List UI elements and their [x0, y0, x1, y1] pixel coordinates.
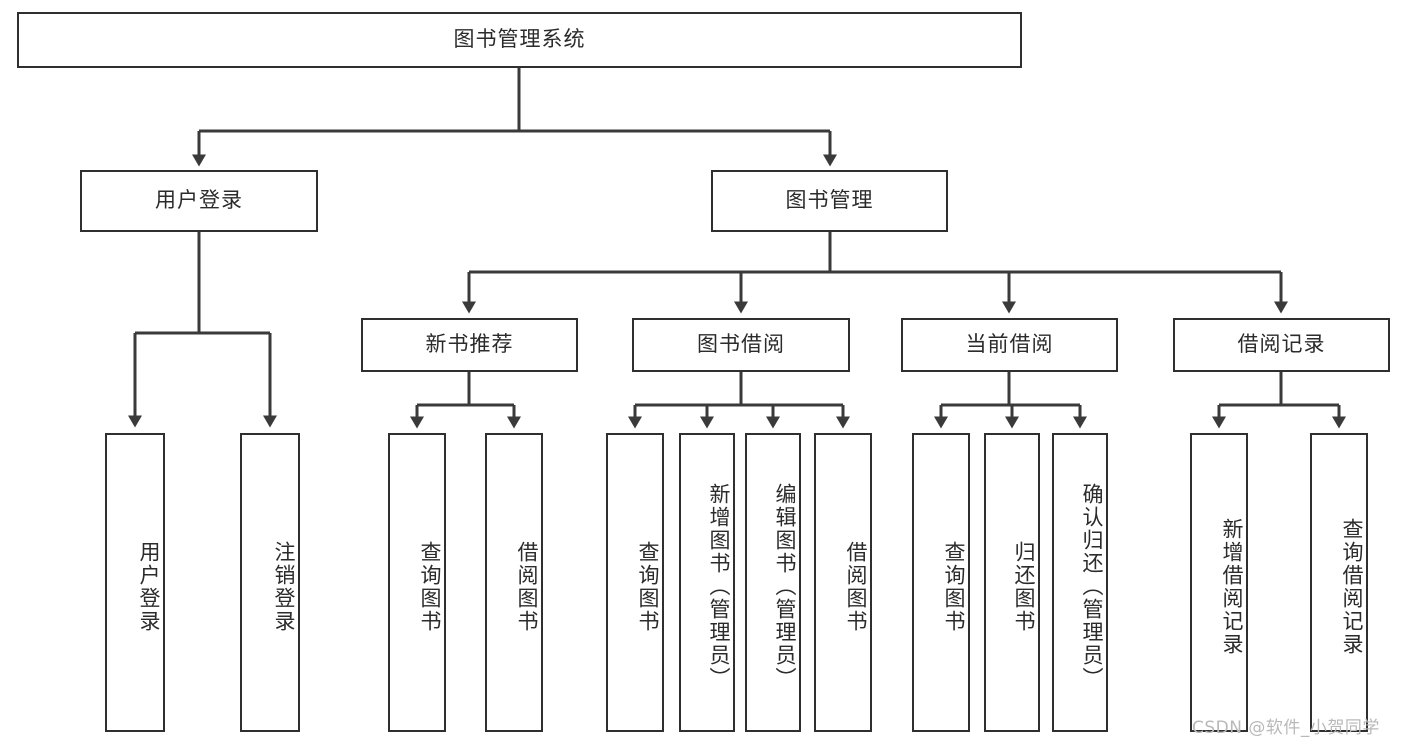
leaf-add-borrow-record[interactable]: 新增借阅记录: [1190, 433, 1248, 732]
leaf-query-borrow-record-label: 查询借阅记录: [1340, 517, 1364, 656]
leaf-confirm-return-admin-label: 确认归还（管理员）: [1080, 483, 1104, 690]
node-user-login-label: 用户登录: [155, 188, 243, 213]
leaf-edit-book-admin-label: 编辑图书（管理员）: [773, 483, 797, 690]
node-book-borrow[interactable]: 图书借阅: [632, 318, 850, 372]
leaf-user-login[interactable]: 用户登录: [105, 433, 165, 732]
leaf-borrow-book-recommend[interactable]: 借阅图书: [485, 433, 543, 732]
node-borrow-record-label: 借阅记录: [1237, 332, 1326, 357]
leaf-logout-login[interactable]: 注销登录: [240, 433, 300, 732]
leaf-borrow-book-recommend-label: 借阅图书: [515, 540, 539, 633]
node-root-system[interactable]: 图书管理系统: [17, 12, 1022, 68]
node-current-borrow-label: 当前借阅: [965, 332, 1054, 357]
leaf-query-book-recommend[interactable]: 查询图书: [388, 433, 446, 732]
node-book-management[interactable]: 图书管理: [711, 170, 948, 232]
node-borrow-record[interactable]: 借阅记录: [1173, 318, 1390, 372]
leaf-borrow-book[interactable]: 借阅图书: [814, 433, 872, 732]
node-book-management-label: 图书管理: [785, 188, 874, 213]
leaf-query-book-recommend-label: 查询图书: [418, 540, 442, 633]
leaf-user-login-label: 用户登录: [137, 540, 161, 633]
leaf-borrow-book-label: 借阅图书: [844, 540, 868, 633]
leaf-query-book-borrow[interactable]: 查询图书: [606, 433, 664, 732]
leaf-query-book-current[interactable]: 查询图书: [912, 433, 970, 732]
csdn-watermark: CSDN @软件_小贺同学: [1192, 718, 1380, 738]
leaf-edit-book-admin[interactable]: 编辑图书（管理员）: [745, 433, 801, 732]
leaf-query-book-borrow-label: 查询图书: [636, 540, 660, 633]
node-current-borrow[interactable]: 当前借阅: [901, 318, 1118, 372]
leaf-return-book[interactable]: 归还图书: [984, 433, 1040, 732]
leaf-return-book-label: 归还图书: [1012, 540, 1036, 633]
leaf-add-book-admin-label: 新增图书（管理员）: [707, 483, 731, 690]
node-user-login[interactable]: 用户登录: [80, 170, 318, 232]
node-root-system-label: 图书管理系统: [453, 27, 586, 52]
leaf-add-borrow-record-label: 新增借阅记录: [1220, 517, 1244, 656]
leaf-add-book-admin[interactable]: 新增图书（管理员）: [679, 433, 735, 732]
node-book-borrow-label: 图书借阅: [697, 332, 785, 357]
leaf-query-book-current-label: 查询图书: [942, 540, 966, 633]
leaf-query-borrow-record[interactable]: 查询借阅记录: [1310, 433, 1368, 732]
node-new-book-recommend[interactable]: 新书推荐: [361, 318, 578, 372]
node-new-book-recommend-label: 新书推荐: [425, 332, 514, 357]
leaf-logout-login-label: 注销登录: [272, 540, 296, 633]
leaf-confirm-return-admin[interactable]: 确认归还（管理员）: [1052, 433, 1108, 732]
